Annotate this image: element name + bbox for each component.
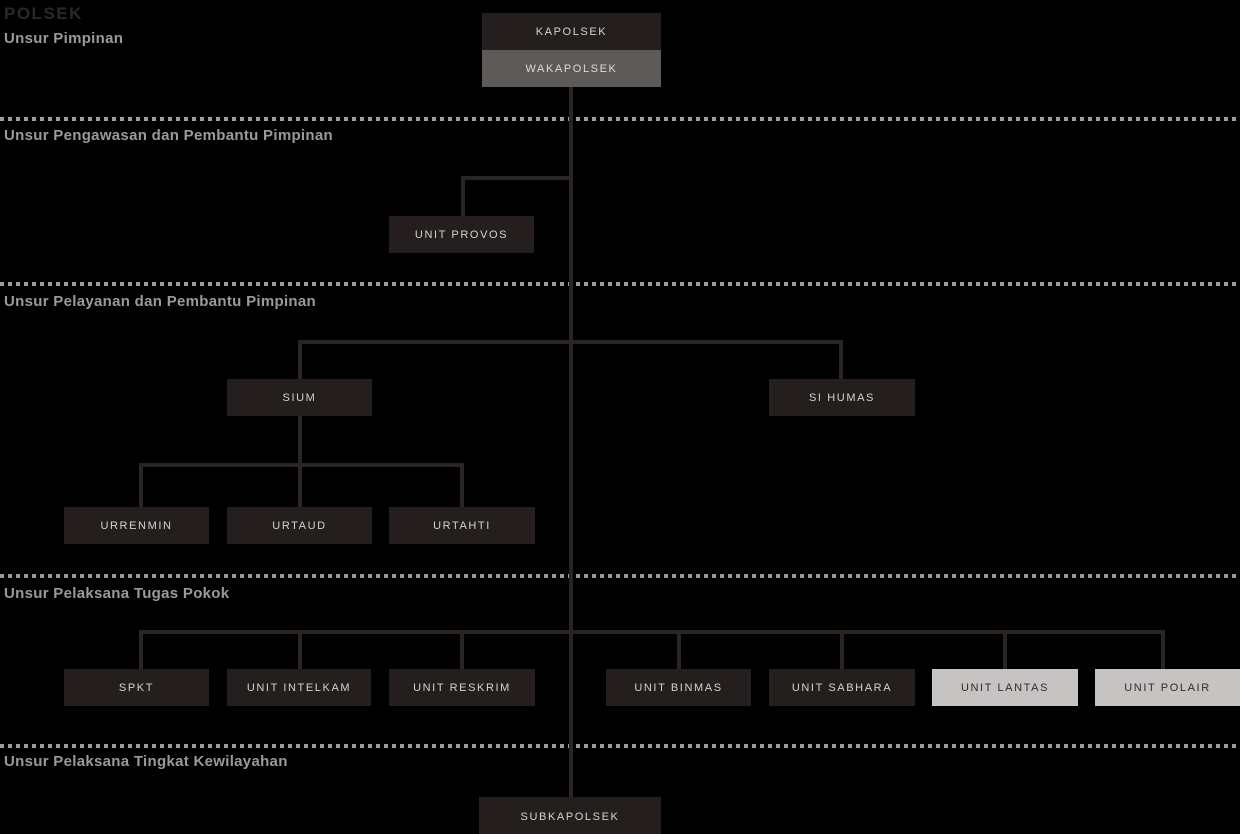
- connector-spkt-drop: [139, 630, 143, 669]
- section-label-tugas-pokok: Unsur Pelaksana Tugas Pokok: [4, 585, 230, 602]
- connector-pelayanan-horizontal: [298, 340, 843, 344]
- node-unit-polair: UNIT POLAIR: [1095, 669, 1240, 706]
- section-divider-1: [0, 117, 1240, 121]
- node-unit-binmas: UNIT BINMAS: [606, 669, 751, 706]
- connector-provos-drop: [461, 176, 465, 216]
- section-label-pelayanan: Unsur Pelayanan dan Pembantu Pimpinan: [4, 293, 317, 310]
- connector-sabhara-drop: [840, 630, 844, 669]
- connector-sihumas-drop: [839, 340, 843, 379]
- node-unit-intelkam: UNIT INTELKAM: [227, 669, 371, 706]
- section-label-pengawasan: Unsur Pengawasan dan Pembantu Pimpinan: [4, 127, 333, 144]
- node-si-humas: SI HUMAS: [769, 379, 915, 416]
- node-subkapolsek: SUBKAPOLSEK: [479, 797, 661, 834]
- connector-urtahti-drop: [460, 463, 464, 507]
- node-wakapolsek: WAKAPOLSEK: [482, 50, 661, 87]
- page-title: POLSEK: [4, 4, 83, 23]
- section-label-kewilayahan: Unsur Pelaksana Tingkat Kewilayahan: [4, 753, 288, 770]
- node-urtahti: URTAHTI: [389, 507, 535, 544]
- node-unit-sabhara: UNIT SABHARA: [769, 669, 915, 706]
- connector-lantas-drop: [1003, 630, 1007, 669]
- section-divider-3: [0, 574, 1240, 578]
- connector-tugas-pokok-horizontal: [139, 630, 1165, 634]
- node-spkt: SPKT: [64, 669, 209, 706]
- connector-provos-horizontal: [461, 176, 573, 180]
- section-label-pimpinan: Unsur Pimpinan: [4, 30, 124, 47]
- node-urtaud: URTAUD: [227, 507, 372, 544]
- node-urrenmin: URRENMIN: [64, 507, 209, 544]
- section-divider-2: [0, 282, 1240, 286]
- section-divider-4: [0, 744, 1240, 748]
- node-unit-reskrim: UNIT RESKRIM: [389, 669, 535, 706]
- connector-urtaud-drop: [298, 463, 302, 507]
- connector-reskrim-drop: [460, 630, 464, 669]
- connector-urrenmin-drop: [139, 463, 143, 507]
- node-kapolsek: KAPOLSEK: [482, 13, 661, 50]
- connector-binmas-drop: [677, 630, 681, 669]
- connector-trunk-vertical: [569, 87, 573, 797]
- node-unit-provos: UNIT PROVOS: [389, 216, 534, 253]
- node-sium: SIUM: [227, 379, 372, 416]
- connector-intelkam-drop: [298, 630, 302, 669]
- connector-polair-drop: [1161, 630, 1165, 669]
- node-unit-lantas: UNIT LANTAS: [932, 669, 1078, 706]
- connector-sium-drop: [298, 340, 302, 379]
- connector-sium-child-stem: [298, 416, 302, 465]
